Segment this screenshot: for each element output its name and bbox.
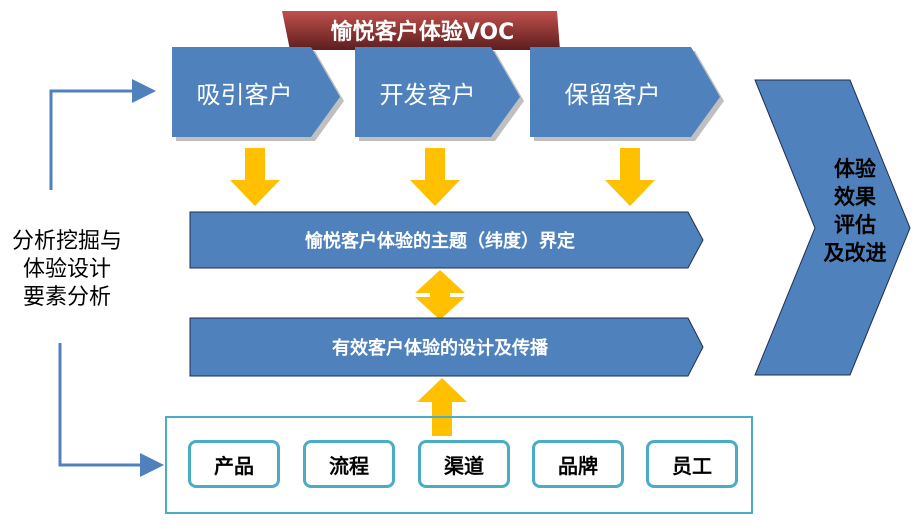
stage-chevron-1 [172, 47, 340, 137]
element-staff: 员工 [646, 440, 738, 488]
element-process: 流程 [303, 440, 395, 488]
stage-label-2: 开发客户 [379, 80, 476, 109]
header-title: 愉悦客户体验VOC [330, 20, 515, 45]
down-arrows [230, 148, 655, 436]
elements-container [165, 416, 753, 514]
element-brand: 品牌 [532, 440, 624, 488]
band-label-1: 愉悦客户体验的主题（纬度）界定 [305, 231, 575, 252]
stage-chevron-3 [530, 47, 720, 137]
evaluation-chevron [754, 79, 911, 376]
left-label: 分析挖掘与 体验设计 要素分析 [11, 229, 122, 310]
right-label: 体验 效果 评估 及改进 [823, 157, 887, 265]
up-arrow [417, 378, 467, 436]
element-channel: 渠道 [418, 440, 510, 488]
element-product: 产品 [188, 440, 280, 488]
header-banner [282, 11, 560, 50]
stage-label-3: 保留客户 [564, 80, 661, 109]
stage-label-1: 吸引客户 [196, 80, 293, 109]
connector-up [49, 79, 156, 190]
band-1 [189, 211, 704, 269]
band-label-2: 有效客户体验的设计及传播 [332, 338, 548, 359]
band-2 [189, 317, 704, 377]
stage-chevron-2 [355, 47, 520, 137]
double-arrow [415, 270, 465, 320]
connector-down [58, 343, 164, 477]
